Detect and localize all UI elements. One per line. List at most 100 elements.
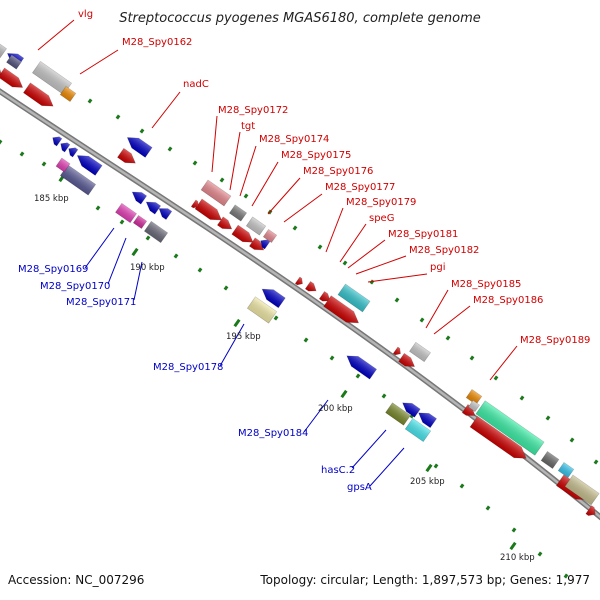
gene-block (246, 296, 278, 324)
tick-mark (459, 483, 465, 489)
tick-mark (192, 160, 198, 166)
gene-label[interactable]: M28_Spy0177 (325, 182, 395, 193)
tick-mark (493, 375, 499, 381)
gene-label[interactable]: M28_Spy0171 (66, 297, 136, 308)
forward-gene (469, 415, 527, 459)
leader-line (133, 261, 143, 301)
topology-text: Topology: circular; Length: 1,897,573 bp… (260, 573, 590, 587)
gene-label[interactable]: gpsA (347, 482, 372, 493)
tick-mark (329, 355, 335, 361)
leader-line (267, 177, 301, 215)
leader-line (84, 227, 115, 269)
gene-label[interactable]: M28_Spy0169 (18, 264, 88, 275)
forward-gene (0, 67, 24, 88)
kbp-label: 185 kbp (34, 194, 69, 204)
gene-label[interactable]: M28_Spy0182 (409, 245, 479, 256)
gene-label[interactable]: speG (369, 213, 394, 224)
gene-label[interactable]: M28_Spy0175 (281, 150, 351, 161)
leader-line (239, 145, 257, 197)
tick-mark (41, 161, 47, 167)
gene-label[interactable]: pgi (430, 262, 445, 273)
map-title: Streptococcus pyogenes MGAS6180, complet… (119, 11, 481, 26)
tick-mark (369, 279, 375, 285)
gene-label[interactable]: M28_Spy0162 (122, 37, 192, 48)
kbp-label: 205 kbp (410, 477, 445, 487)
forward-gene (231, 224, 254, 243)
forward-gene (392, 346, 401, 356)
gene-label[interactable]: M28_Spy0176 (303, 166, 373, 177)
forward-gene (304, 281, 317, 292)
forward-gene (248, 237, 265, 251)
gene-label[interactable]: M28_Spy0185 (451, 279, 521, 290)
gene-label[interactable]: M28_Spy0181 (388, 229, 458, 240)
leader-line (107, 237, 127, 285)
forward-gene (194, 198, 222, 221)
tick-mark (139, 128, 145, 134)
leader-line (339, 223, 367, 263)
tick-mark (469, 355, 475, 361)
gene-label[interactable]: M28_Spy0174 (259, 134, 329, 145)
forward-gene (323, 295, 360, 324)
gene-features (0, 37, 600, 516)
gene-label[interactable]: M28_Spy0186 (473, 295, 543, 306)
tick-mark (519, 395, 525, 401)
gene-block (557, 462, 575, 478)
kbp-label: 210 kbp (500, 553, 535, 563)
tick-mark (303, 337, 309, 343)
tick-mark (0, 139, 3, 145)
reverse-gene (126, 137, 153, 158)
tick-mark (563, 573, 569, 579)
reverse-gene (76, 155, 103, 176)
tick-mark (273, 315, 279, 321)
reverse-gene (260, 239, 271, 250)
tick-mark (95, 205, 101, 211)
gene-label[interactable]: M28_Spy0189 (520, 335, 590, 346)
gene-label[interactable]: nadC (183, 79, 209, 90)
leader-line (351, 429, 387, 469)
gene-block (262, 229, 278, 243)
leader-line (283, 193, 323, 223)
tick-mark (342, 260, 348, 266)
tick-mark (145, 235, 151, 241)
gene-label[interactable]: M28_Spy0179 (346, 197, 416, 208)
accession-text: Accession: NC_007296 (8, 573, 145, 587)
gene-block (564, 474, 600, 506)
gene-block (540, 451, 560, 469)
forward-gene (294, 276, 303, 286)
tick-mark (243, 193, 249, 199)
tick-mark (119, 219, 125, 225)
gene-block (6, 54, 22, 70)
gene-block (385, 402, 411, 426)
gene-block (55, 157, 71, 173)
tick-mark (115, 114, 121, 120)
forward-gene (318, 291, 331, 302)
tick-mark (445, 335, 451, 341)
gene-label[interactable]: M28_Spy0170 (40, 281, 110, 292)
gene-block (115, 202, 137, 224)
leader-line (219, 323, 245, 367)
gene-label[interactable]: tgt (241, 121, 255, 132)
gene-label[interactable]: M28_Spy0172 (218, 105, 288, 116)
major-tick-mark (425, 463, 433, 473)
reverse-gene (418, 412, 437, 429)
tick-mark (593, 459, 599, 465)
gene-label[interactable]: vlg (78, 9, 93, 20)
kbp-label: 195 kbp (226, 332, 261, 342)
reverse-gene (145, 201, 162, 215)
leader-line (79, 49, 119, 75)
gene-label[interactable]: hasC.2 (321, 465, 355, 476)
leader-line (433, 305, 471, 335)
tick-mark (223, 285, 229, 291)
major-tick-mark (233, 318, 241, 328)
tick-mark (511, 527, 517, 533)
tick-mark (485, 505, 491, 511)
gene-label[interactable]: M28_Spy0178 (153, 362, 223, 373)
tick-mark (419, 317, 425, 323)
forward-gene (23, 82, 54, 107)
tick-mark (433, 463, 439, 469)
gene-label[interactable]: M28_Spy0184 (238, 428, 308, 439)
leader-line (151, 91, 181, 129)
gene-block (404, 417, 432, 443)
label-leader-lines (37, 19, 518, 487)
